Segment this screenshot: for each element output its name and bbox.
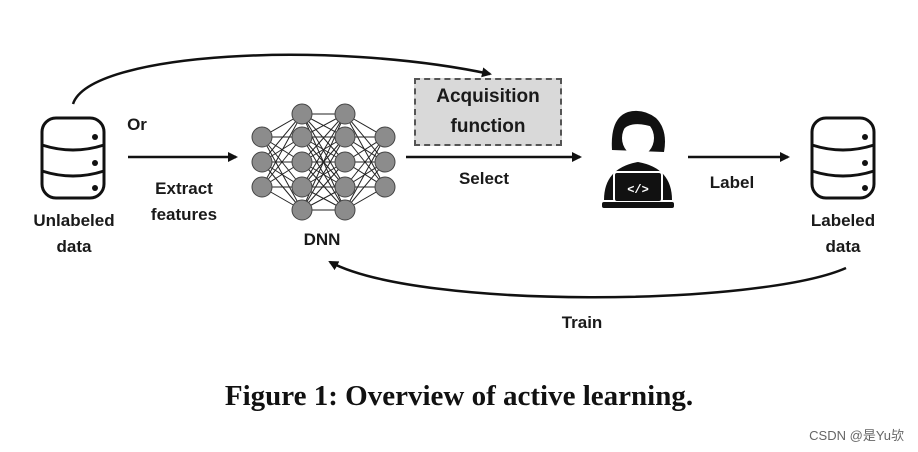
labeled-data-label-line2: data — [825, 237, 861, 256]
extract-features-label-line1: Extract — [155, 179, 213, 198]
dnn-neuron — [334, 176, 356, 198]
dnn-neuron — [334, 126, 356, 148]
dnn-neuron — [374, 151, 396, 173]
unlabeled-database-icon — [40, 116, 106, 200]
unlabeled-data-label-line1: Unlabeled — [33, 211, 115, 230]
dnn-label: DNN — [303, 230, 341, 249]
dnn-edge — [344, 113, 386, 188]
unlabeled-data-label-line2: data — [56, 237, 92, 256]
acquisition-label-line2: function — [450, 116, 526, 137]
dnn-edge — [261, 136, 303, 211]
svg-text:</>: </> — [627, 183, 649, 197]
dnn-neuron — [334, 103, 356, 125]
dnn-neuron — [291, 103, 313, 125]
dnn-neuron — [251, 151, 273, 173]
dnn-neuron — [251, 126, 273, 148]
train-label: Train — [561, 313, 603, 332]
extract-features-label-line2: features — [150, 205, 218, 224]
figure-caption: Figure 1: Overview of active learning. — [224, 380, 694, 412]
direct-query-arrow — [71, 53, 492, 105]
dnn-edge — [344, 136, 386, 188]
watermark: CSDN @是Yu欤 — [809, 428, 904, 443]
extract-features-label: Extract features — [138, 176, 230, 228]
dnn-neuron — [374, 126, 396, 148]
or-label: Or — [127, 115, 147, 134]
dnn-edge — [261, 136, 303, 188]
dnn-neuron — [334, 151, 356, 173]
dnn-edge — [301, 113, 346, 188]
dnn-edge — [344, 136, 386, 211]
labeled-data-label: Labeled data — [796, 208, 890, 260]
labeled-database-icon — [810, 116, 876, 200]
train-arrow — [328, 260, 847, 299]
dnn-neuron — [334, 199, 356, 221]
dnn-neuron — [374, 176, 396, 198]
dnn-neuron — [251, 176, 273, 198]
labeled-data-label-line1: Labeled — [810, 211, 876, 230]
acquisition-label-line1: Acquisition — [436, 86, 540, 107]
dnn-edge — [261, 113, 303, 188]
dnn-edge — [301, 136, 346, 211]
dnn-network-icon — [251, 103, 396, 221]
dnn-neuron — [291, 151, 313, 173]
dnn-neuron — [291, 126, 313, 148]
dnn-connections — [261, 113, 386, 211]
annotator-icon: </> — [602, 110, 674, 208]
select-label: Select — [458, 169, 510, 188]
dnn-neuron — [291, 176, 313, 198]
dnn-edge — [301, 113, 346, 163]
dnn-neuron — [291, 199, 313, 221]
label-edge-label: Label — [709, 173, 755, 192]
acquisition-function-box: Acquisition function — [414, 78, 562, 146]
unlabeled-data-label: Unlabeled data — [22, 208, 126, 260]
dnn-edge — [301, 161, 346, 211]
